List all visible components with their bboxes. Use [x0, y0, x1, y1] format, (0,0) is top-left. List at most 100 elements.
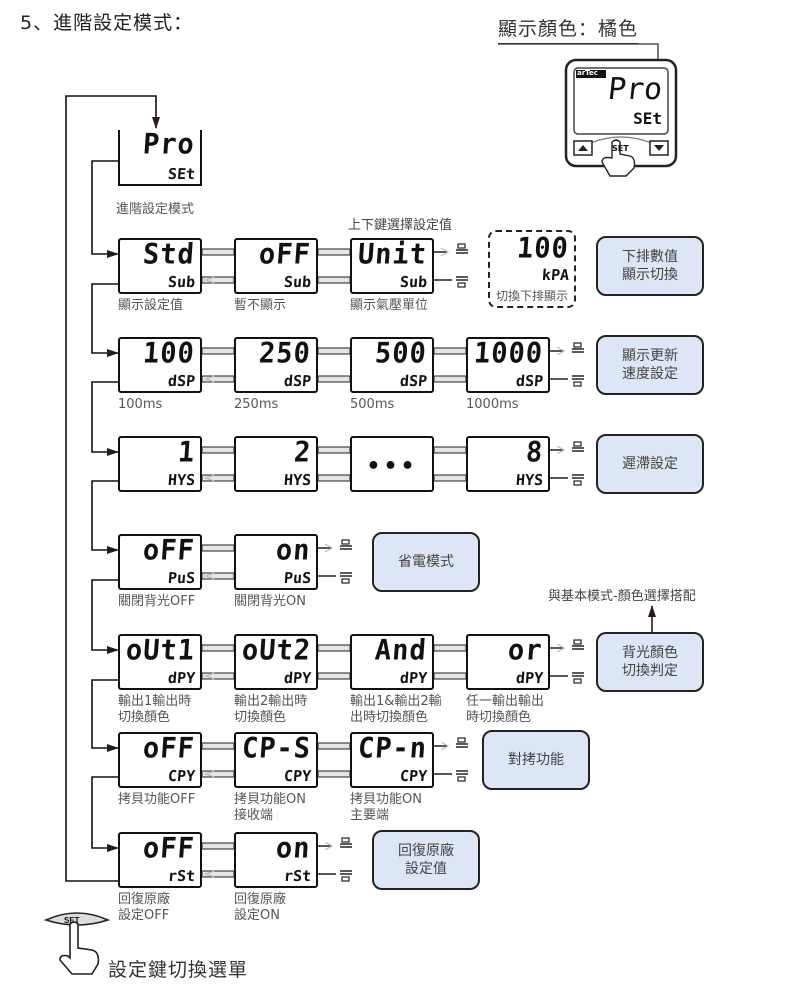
lcd-sub: Sub — [283, 273, 312, 291]
option-label: 關閉背光OFF — [118, 594, 196, 609]
back-arrowhead — [204, 375, 215, 383]
option-label: 500ms — [350, 397, 395, 412]
lcd-factory-reset-0: oFF rSt — [118, 832, 202, 888]
updown-select-note: 上下鍵選擇設定值 — [348, 218, 453, 233]
lcd-main: 2 — [292, 436, 313, 469]
lcd-entry-pro: Pro SEt — [118, 128, 202, 186]
lcd-main: on — [275, 832, 313, 865]
forward-link — [317, 347, 351, 355]
lcd-main: oUt2 — [240, 634, 313, 667]
lcd-main: oFF — [142, 732, 197, 765]
down-key-icon — [456, 276, 468, 288]
option-label: 拷貝功能OFF — [118, 792, 196, 807]
back-arrowhead — [204, 672, 215, 680]
lcd-sub: Sub — [167, 273, 196, 291]
lcd-main: on — [275, 534, 313, 567]
lcd-sub: dSP — [515, 372, 544, 390]
callout-display-speed: 顯示更新 速度設定 — [596, 335, 704, 395]
lcd-main: 1000 — [472, 337, 545, 370]
lcd-main: CP-n — [356, 732, 429, 765]
option-label: 顯示設定值 — [118, 298, 184, 313]
device-set-button[interactable]: SET — [612, 144, 629, 153]
forward-link — [433, 644, 467, 652]
lcd-main: Unit — [356, 238, 429, 271]
option-label: 顯示氣壓單位 — [350, 298, 429, 313]
entry-label: 進階設定模式 — [116, 202, 195, 217]
lcd-sub: rSt — [283, 867, 312, 885]
lcd-display-speed-3: 1000 dSP — [466, 337, 550, 393]
lcd-copy-function-0: oFF CPY — [118, 732, 202, 788]
lcd-sub: rSt — [167, 867, 196, 885]
forward-link — [201, 347, 235, 355]
back-arrowhead — [204, 770, 215, 778]
lcd-main: oFF — [142, 534, 197, 567]
callout-power-save: 省電模式 — [372, 532, 480, 592]
lcd-factory-reset-1: on rSt — [234, 832, 318, 888]
option-label: 拷貝功能ON 主要端 — [350, 792, 422, 823]
lcd-sub: PuS — [283, 569, 312, 587]
forward-link — [317, 248, 351, 256]
svg-text:SET: SET — [64, 916, 80, 925]
up-key-icon — [456, 243, 468, 254]
forward-link — [433, 446, 467, 454]
lcd-display-speed-1: 250 dSP — [234, 337, 318, 393]
lcd-sub: dSP — [283, 372, 312, 390]
callout-factory-reset: 回復原廠 設定值 — [372, 830, 480, 890]
option-label: 250ms — [234, 397, 279, 412]
callout-backlight-color: 背光顏色 切換判定 — [596, 632, 704, 692]
down-key-icon — [456, 770, 468, 782]
down-key-icon — [572, 375, 584, 387]
pro-to-row1 — [91, 160, 119, 258]
option-label: 1000ms — [466, 397, 519, 412]
lcd-backlight-color-1: oUt2 dPY — [234, 634, 318, 690]
lcd-sub: HYS — [515, 471, 544, 489]
forward-link — [433, 347, 467, 355]
option-label: 回復原廠 設定ON — [234, 892, 287, 923]
lcd-sub: dPY — [167, 669, 196, 687]
backward-link — [317, 770, 351, 778]
up-key-icon — [340, 539, 352, 550]
lcd-sub: CPY — [399, 767, 428, 785]
back-arrowhead — [204, 572, 215, 580]
lcd-sub: CPY — [167, 767, 196, 785]
up-key-icon — [572, 639, 584, 650]
option-label: 輸出2輸出時 切換顏色 — [234, 694, 308, 725]
lcd-sub: dPY — [283, 669, 312, 687]
lcd-main: Pro — [142, 128, 197, 161]
lcd-main: oFF — [142, 832, 197, 865]
option-label: 回復原廠 設定OFF — [118, 892, 171, 923]
loop-back-line — [65, 95, 160, 882]
device-illustration: arTec Pro SEt SET — [564, 58, 680, 178]
backward-link — [433, 672, 467, 680]
backward-link — [433, 474, 467, 482]
forward-link — [201, 248, 235, 256]
combine-basic-note: 與基本模式-顏色選擇搭配 — [548, 589, 696, 604]
lcd-main: 1 — [176, 436, 197, 469]
lcd-main: And — [374, 634, 429, 667]
preview-label: 切換下排顯示 — [495, 289, 568, 303]
up-key-icon — [456, 737, 468, 748]
forward-link — [201, 644, 235, 652]
down-key-icon — [572, 474, 584, 486]
callout-sub-display: 下排數值 顯示切換 — [596, 236, 704, 296]
device-brand: arTec — [577, 69, 598, 77]
lcd-main: 250 — [258, 337, 313, 370]
backward-link — [317, 375, 351, 383]
set-key-hint: 設定鍵切換選單 — [108, 959, 249, 981]
lcd-main: Std — [142, 238, 197, 271]
lcd-sub: dSP — [167, 372, 196, 390]
lcd-sub: dSP — [399, 372, 428, 390]
lcd-sub: HYS — [167, 471, 196, 489]
backward-link — [433, 375, 467, 383]
lcd-main: or — [507, 634, 545, 667]
option-label: 任一輸出輸出 時切換顏色 — [466, 694, 545, 725]
option-label: 輸出1輸出時 切換顏色 — [118, 694, 192, 725]
up-key-icon — [572, 441, 584, 452]
